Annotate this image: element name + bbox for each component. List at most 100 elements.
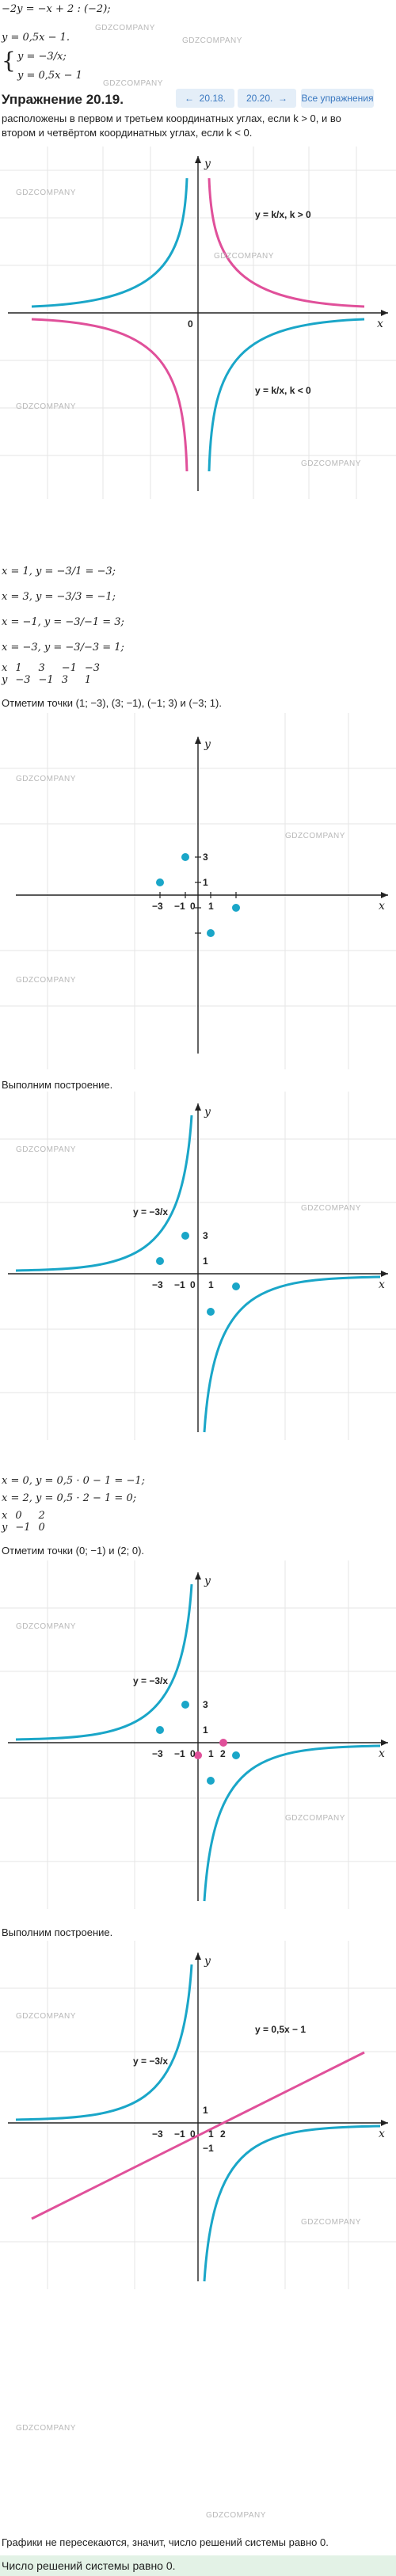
tick-label-m3: −3: [152, 2128, 163, 2140]
table-cell: −1: [61, 662, 77, 674]
hyperbola-branch-q4: [203, 1744, 381, 1902]
graph-hyperbola-and-line: −3 −1 0 1 2 1 −1 x y y = −3/x y = 0,5x −…: [0, 1941, 396, 2289]
tick-label-two: 2: [220, 2128, 226, 2140]
table-cell: 3: [61, 674, 68, 686]
tick-label-m3: −3: [152, 1279, 163, 1290]
y-axis-label: y: [204, 158, 211, 170]
point-m1-3: [181, 1701, 189, 1709]
tick-label-m3: −3: [152, 901, 163, 912]
tick-label-m1: −1: [174, 901, 185, 912]
graph-hyperbola-and-points: −3 −1 0 1 2 3 1 x y y = −3/x: [0, 1560, 396, 1909]
tick-label-zero: 0: [190, 901, 196, 912]
tick-label-zero: 0: [190, 1748, 196, 1759]
tick-label-pos1: 1: [203, 877, 208, 888]
watermark: GDZCOMPANY: [285, 1814, 345, 1823]
watermark: GDZCOMPANY: [182, 36, 242, 45]
table-cell: y: [2, 1522, 8, 1534]
hyperbola-k-pos-branch-q1: [208, 177, 365, 308]
calc2-row-1: x = 0, y = 0,5 · 0 − 1 = −1;: [2, 1475, 145, 1487]
x-axis-arrow-icon: [381, 1740, 388, 1746]
y-axis-arrow-icon: [195, 1572, 201, 1580]
conclusion-text: Графики не пересекаются, значит, число р…: [2, 2536, 329, 2548]
table-cell: 1: [15, 662, 22, 674]
calc-row-2: x = 3, y = −3/3 = −1;: [2, 591, 116, 603]
x-axis-label: x: [377, 318, 383, 330]
next-exercise-button[interactable]: 20.20. →: [238, 89, 296, 108]
build-text-2: Выполним построение.: [2, 1926, 113, 1938]
point-3-m1: [232, 1751, 240, 1759]
equation-line-1: −2y = −x + 2 : (−2);: [2, 3, 111, 15]
hyperbola-label: y = −3/x: [133, 1206, 168, 1218]
graph-points: −3 −1 0 1 3 1 x y: [0, 713, 396, 1069]
table-cell: −1: [38, 674, 54, 686]
tick-label-m3: −3: [152, 1748, 163, 1759]
table-cell: 3: [38, 662, 45, 674]
watermark: GDZCOMPANY: [103, 79, 163, 88]
y-axis-arrow-icon: [195, 1953, 201, 1960]
mark-points-text-2: Отметим точки (0; −1) и (2; 0).: [2, 1545, 145, 1557]
tick-label-m1: −1: [174, 2128, 185, 2140]
hyperbola-branch-q4: [203, 2124, 381, 2282]
point-2-0: [219, 1739, 227, 1747]
point-1-m3: [207, 1777, 215, 1785]
y-axis-label: y: [204, 1575, 211, 1587]
y-axis-arrow-icon: [195, 737, 201, 744]
y-axis-arrow-icon: [195, 156, 201, 163]
point-m3-1: [156, 1257, 164, 1265]
hyperbola-branch-q4: [203, 1275, 381, 1433]
point-1-m3: [207, 1308, 215, 1316]
mark-points-text-1: Отметим точки (1; −3), (3; −1), (−1; 3) …: [2, 697, 222, 709]
table-cell: 2: [38, 1510, 45, 1522]
x-axis-arrow-icon: [381, 310, 388, 316]
x-axis-label: x: [379, 1278, 385, 1291]
build-text-1: Выполним построение.: [2, 1079, 113, 1091]
watermark: GDZCOMPANY: [16, 1622, 76, 1631]
hyperbola-label: y = −3/x: [133, 1675, 168, 1686]
x-axis-arrow-icon: [381, 892, 388, 898]
system-eq-b: y = 0,5x − 1: [17, 70, 82, 82]
tick-label-two: 2: [220, 1748, 226, 1759]
tick-label-m1: −1: [174, 1279, 185, 1290]
table-cell: −3: [15, 674, 31, 686]
system-eq-a: y = −3/x;: [17, 51, 67, 63]
point-m1-3: [181, 853, 189, 861]
tick-label-neg1: −1: [203, 2143, 214, 2154]
tick-label-pos1: 1: [203, 2105, 208, 2116]
x-axis-arrow-icon: [381, 2120, 388, 2126]
table-cell: 1: [84, 674, 92, 686]
table-cell: −3: [84, 662, 101, 674]
tick-label-three: 3: [203, 1230, 208, 1241]
ticks: [159, 856, 237, 934]
equation-line-2: y = 0,5x − 1.: [2, 32, 70, 44]
y-axis-label: y: [204, 1106, 211, 1118]
tick-label-three: 3: [203, 852, 208, 863]
calc-row-4: x = −3, y = −3/−3 = 1;: [2, 642, 124, 654]
answer-box: Число решений системы равно 0.: [0, 2555, 396, 2576]
tick-label-three: 3: [203, 1699, 208, 1710]
point-3-m1: [232, 904, 240, 912]
calc-row-3: x = −1, y = −3/−1 = 3;: [2, 616, 124, 628]
table-cell: 0: [15, 1510, 22, 1522]
x-axis-arrow-icon: [381, 1271, 388, 1277]
point-m1-3: [181, 1232, 189, 1240]
watermark: GDZCOMPANY: [16, 2424, 76, 2433]
point-1-m3: [207, 929, 215, 937]
point-m3-1: [156, 1726, 164, 1734]
hyperbola-branch-q2: [15, 1964, 193, 2121]
calc-row-1: x = 1, y = −3/1 = −3;: [2, 566, 116, 577]
graph-hyperbola-minus3: −3 −1 0 1 3 1 x y y = −3/x: [0, 1092, 396, 1440]
line-label: y = 0,5x − 1: [255, 2024, 306, 2035]
watermark: GDZCOMPANY: [206, 2511, 266, 2520]
tick-label-one: 1: [208, 2128, 214, 2140]
all-exercises-button[interactable]: Все упражнения: [301, 89, 374, 108]
tick-label-one: 1: [208, 1748, 214, 1759]
watermark: GDZCOMPANY: [16, 775, 76, 783]
watermark: GDZCOMPANY: [285, 832, 345, 840]
line-graph: [31, 2051, 365, 2220]
x-axis-label: x: [379, 2128, 385, 2140]
point-3-m1: [232, 1282, 240, 1290]
prev-exercise-button[interactable]: ← 20.18.: [176, 89, 234, 108]
tick-label-pos1: 1: [203, 1256, 208, 1267]
